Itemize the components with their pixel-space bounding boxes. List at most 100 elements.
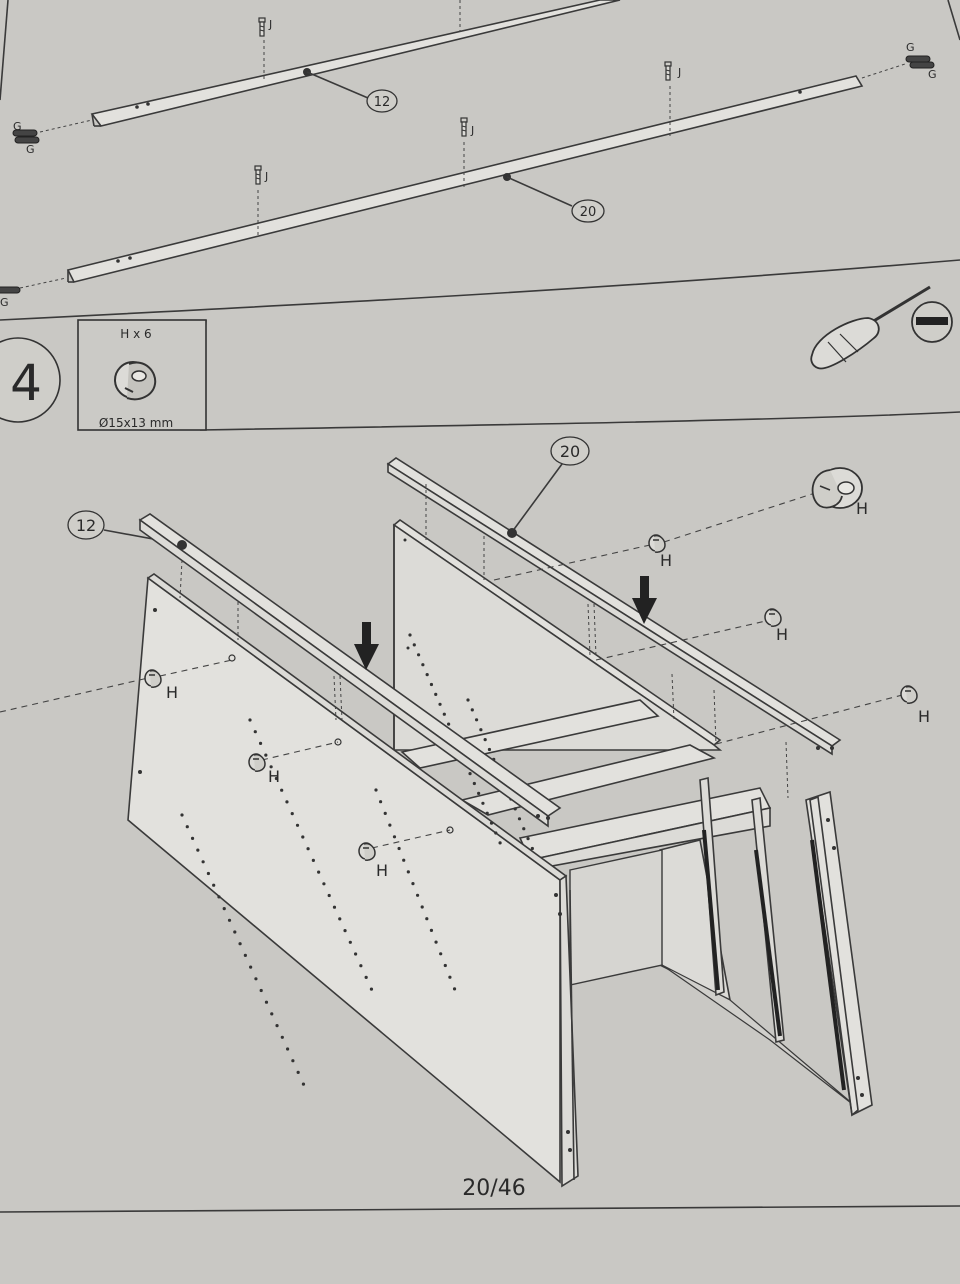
shelf-hole (348, 940, 352, 944)
shelf-hole (295, 823, 300, 827)
shelf-hole (443, 963, 447, 968)
shelf-hole (275, 1024, 279, 1028)
shelf-hole (338, 917, 342, 921)
shelf-hole (477, 791, 481, 796)
shelf-hole (317, 870, 321, 874)
shelf-hole (190, 836, 195, 841)
shelf-hole (280, 788, 284, 792)
shelf-hole (274, 776, 278, 781)
shelf-hole (412, 643, 416, 647)
frame-left-line (0, 0, 9, 101)
shelf-hole (259, 988, 263, 993)
shelf-hole (434, 692, 438, 697)
header-bottom-line (199, 411, 960, 431)
shelf-hole (264, 1000, 269, 1004)
shelf-hole (291, 1059, 295, 1063)
shelf-hole (425, 917, 429, 921)
shelf-hole (470, 708, 474, 712)
cam-lock-large (811, 467, 863, 509)
shelf-hole (254, 977, 258, 981)
shelf-hole (217, 895, 221, 899)
dowel-label: G (13, 120, 22, 133)
shelf-hole (243, 953, 247, 958)
shelf-hole (442, 712, 446, 716)
screw-label: J (268, 18, 272, 31)
shelf-hole (489, 821, 494, 825)
shelf-hole (269, 765, 273, 769)
shelf-hole (447, 722, 451, 726)
shelf-hole (530, 846, 534, 851)
parts-quantity: H x 6 (120, 327, 151, 341)
shelf-hole (479, 728, 483, 732)
cam-lock-label: H (268, 767, 280, 786)
shelf-hole (222, 907, 226, 911)
shelf-hole (397, 846, 401, 851)
shelf-hole (429, 928, 434, 933)
shelf-hole (201, 860, 205, 864)
rail-part-12-top (90, 0, 621, 127)
svg-text:12: 12 (374, 95, 391, 110)
footer-line (0, 1205, 960, 1213)
shelf-hole (253, 730, 257, 734)
screw-j-1 (258, 17, 266, 37)
rail-part-20 (386, 457, 842, 756)
shelf-hole (425, 673, 429, 677)
shelf-hole (416, 653, 421, 657)
shelf-hole (483, 738, 487, 742)
shelf-hole (406, 870, 410, 874)
shelf-hole (379, 800, 383, 804)
shelf-hole (474, 718, 479, 722)
shelf-hole (369, 987, 374, 991)
shelf-hole (264, 753, 268, 757)
shelf-hole (421, 663, 425, 667)
dowel-label: G (0, 296, 9, 309)
shelf-hole (285, 800, 289, 804)
shelf-hole (392, 835, 397, 839)
screw-j-4 (254, 165, 262, 185)
cam-lock-label: H (856, 499, 868, 518)
screw-label: J (470, 124, 474, 137)
cam-lock-4 (648, 534, 666, 553)
header-top-line (0, 259, 960, 321)
slotted-screwdriver-icon (911, 301, 953, 343)
drawer-runners (699, 776, 785, 1044)
shelf-hole (227, 918, 232, 922)
shelf-hole (233, 930, 237, 934)
svg-text:20: 20 (580, 205, 597, 220)
shelf-hole (322, 882, 326, 886)
cam-lock-guides (0, 493, 907, 849)
parts-dimension: Ø15x13 mm (99, 416, 173, 430)
screw-j-3 (460, 117, 468, 137)
shelf-hole (517, 817, 522, 821)
shelf-hole (354, 952, 358, 956)
shelf-hole (311, 858, 315, 863)
rail-part-12 (138, 513, 562, 828)
shelf-hole (238, 942, 242, 946)
callout-part-20: 20 (550, 436, 590, 466)
shelf-hole (439, 952, 443, 956)
screw-j-2 (664, 61, 672, 81)
dowel-label: G (928, 68, 937, 81)
step-number: 4 (10, 354, 42, 412)
shelf-hole (286, 1047, 290, 1051)
shelf-hole (306, 847, 310, 851)
shelf-hole (466, 698, 470, 702)
shelf-hole (301, 835, 305, 839)
shelf-hole (402, 858, 406, 862)
shelf-hole (452, 987, 457, 991)
cam-lock-icon (114, 361, 157, 401)
shelf-hole (343, 929, 347, 933)
shelf-hole (522, 827, 526, 831)
shelf-hole (185, 825, 189, 829)
cam-lock-6 (900, 685, 918, 704)
shelf-hole (434, 940, 438, 944)
cam-lock-label: H (376, 861, 388, 880)
cam-lock-5 (764, 608, 782, 627)
cam-lock-label: H (166, 683, 178, 702)
shelf-hole (383, 811, 387, 816)
parts-box: H x 6 Ø15x13 mm (77, 319, 207, 431)
shelf-hole (196, 848, 200, 852)
cam-lock-label: H (776, 625, 788, 644)
